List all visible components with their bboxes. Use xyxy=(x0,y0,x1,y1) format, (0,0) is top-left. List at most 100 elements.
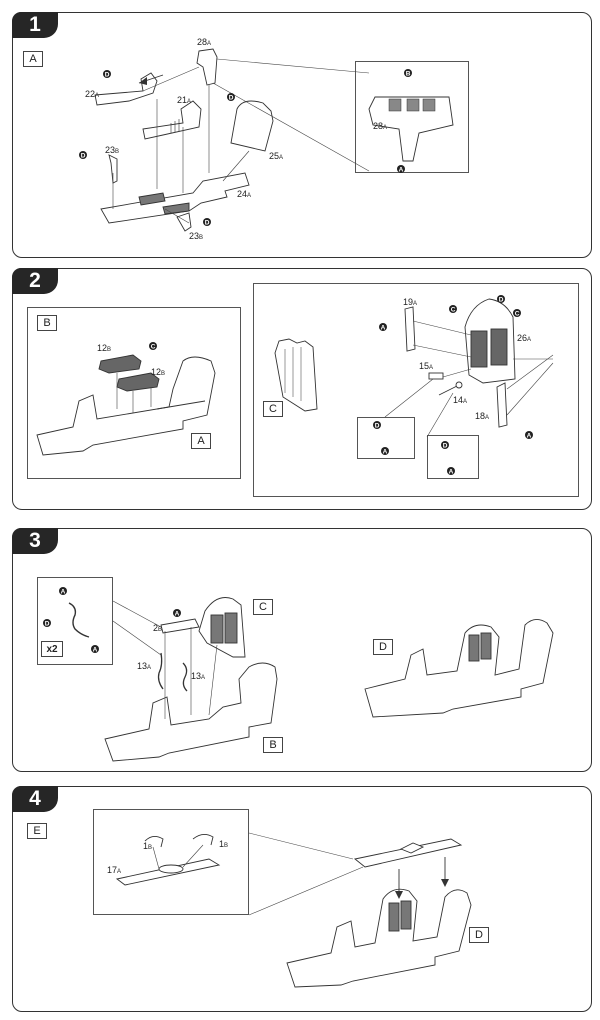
svg-text:D: D xyxy=(229,94,234,101)
subassembly-label-d: D xyxy=(469,927,489,943)
part-22a-shape xyxy=(94,72,158,106)
svg-text:B: B xyxy=(406,70,411,77)
svg-text:A: A xyxy=(175,610,180,617)
arrows-step4 xyxy=(395,857,449,899)
label-1b-left: 1B xyxy=(143,841,152,851)
subassembly-label-c: C xyxy=(253,599,273,615)
label-25a: 25A xyxy=(269,151,283,161)
subassembly-label-a: A xyxy=(191,433,211,449)
floor-assembly-shape xyxy=(36,356,216,456)
label-12b-bottom: 12B xyxy=(151,367,165,377)
svg-text:A: A xyxy=(399,166,404,173)
assembly-label: A xyxy=(23,51,43,67)
part-23b-top-shape xyxy=(108,154,118,184)
label-19a: 19A xyxy=(403,297,417,307)
part-17a-shape xyxy=(115,858,221,886)
part-23b-bottom-shape xyxy=(176,212,192,232)
svg-text:A: A xyxy=(383,448,388,455)
detail-inset-17a xyxy=(93,809,249,915)
floor-panel-e-shape xyxy=(353,838,463,868)
label-2b: 2B xyxy=(153,623,162,633)
part-25a-shape xyxy=(230,100,274,152)
svg-text:A: A xyxy=(93,646,98,653)
svg-text:D: D xyxy=(499,296,504,303)
assembly-label: E xyxy=(27,823,47,839)
label-18a: 18A xyxy=(475,411,489,421)
part-2b-shape xyxy=(160,618,200,634)
part-21a-shape xyxy=(142,100,202,140)
markers-step1: D D D D B A xyxy=(79,69,412,226)
part-24a-shape xyxy=(100,172,250,224)
svg-text:D: D xyxy=(375,422,380,429)
part-19a-shape xyxy=(404,306,416,352)
part-15a-shape xyxy=(428,372,444,380)
final-assembly-shape xyxy=(286,888,472,988)
label-1b-right: 1B xyxy=(219,839,228,849)
label-15a: 15A xyxy=(419,361,433,371)
cable-13a-right-shape xyxy=(182,662,188,692)
svg-text:C: C xyxy=(451,306,456,313)
part-1b-left-shape xyxy=(144,836,164,848)
label-26a: 26A xyxy=(517,333,531,343)
guide-lines-step2 xyxy=(116,320,554,438)
label-22a: 22A xyxy=(85,89,99,99)
label-28a: 28A xyxy=(197,37,211,47)
label-13a-left: 13A xyxy=(137,661,151,671)
cable-13a-inset-shape xyxy=(68,602,90,638)
svg-text:D: D xyxy=(81,152,86,159)
step-4-panel: 4 E D xyxy=(12,786,592,1012)
svg-text:D: D xyxy=(205,219,210,226)
step-number-badge: 3 xyxy=(12,528,58,554)
subassembly-label-c: C xyxy=(263,401,283,417)
svg-text:A: A xyxy=(449,468,454,475)
svg-text:C: C xyxy=(515,310,520,317)
part-1b-right-shape xyxy=(192,834,214,846)
step-4-drawing: 1B 1B 17A xyxy=(107,832,472,988)
subassembly-label-b: B xyxy=(263,737,283,753)
svg-text:D: D xyxy=(105,71,110,78)
part-14a-shape xyxy=(438,381,463,396)
part-28a-shape xyxy=(196,48,218,86)
completed-assembly-d-shape xyxy=(364,619,554,718)
cable-13a-left-shape xyxy=(157,652,164,690)
label-28a-inset: 28A xyxy=(373,121,387,131)
svg-text:C: C xyxy=(151,343,156,350)
svg-text:A: A xyxy=(61,588,66,595)
label-24a: 24A xyxy=(237,189,251,199)
guide-lines-step4 xyxy=(152,832,364,916)
step-1-drawing: D D D D B A 22A 28A 21A 25A 23B 24A 23B … xyxy=(79,37,454,241)
part-12b-seat-top-shape xyxy=(98,354,142,374)
seat-assembly-c-shape xyxy=(198,597,246,658)
svg-text:A: A xyxy=(527,432,532,439)
step-number-badge: 2 xyxy=(12,268,58,294)
seat-shell-c-shape xyxy=(274,338,318,412)
svg-text:D: D xyxy=(443,442,448,449)
label-14a: 14A xyxy=(453,395,467,405)
assembly-label: B xyxy=(37,315,57,331)
part-26a-shape xyxy=(464,298,516,384)
decal-28a-panel-shape xyxy=(368,96,454,162)
markers-step2: C A C D C A D A D A xyxy=(149,295,533,475)
svg-text:D: D xyxy=(45,620,50,627)
quantity-label: x2 xyxy=(41,641,63,657)
step-2-drawing: C A C D C A D A D A 12B 12B 19A 26A 15A … xyxy=(36,295,554,475)
label-12b-top: 12B xyxy=(97,343,111,353)
label-23b-bottom: 23B xyxy=(189,231,203,241)
label-13a-right: 13A xyxy=(191,671,205,681)
svg-text:A: A xyxy=(381,324,386,331)
step-3-panel: 3 x2 C B D xyxy=(12,528,592,772)
label-23b-top: 23B xyxy=(105,145,119,155)
step-number-badge: 1 xyxy=(12,12,58,38)
part-18a-shape xyxy=(496,382,508,428)
arrow-to-22a xyxy=(138,74,164,85)
guide-lines-step3 xyxy=(112,600,218,719)
step-1-panel: 1 A xyxy=(12,12,592,258)
subassembly-label-d: D xyxy=(373,639,393,655)
step-number-badge: 4 xyxy=(12,786,58,812)
label-21a: 21A xyxy=(177,95,191,105)
step-3-drawing: A D A A 2B 13A 13A xyxy=(43,587,554,762)
guide-lines xyxy=(112,58,370,224)
label-17a: 17A xyxy=(107,865,121,875)
step-2-panel: 2 B A C xyxy=(12,268,592,510)
markers-step3: A D A A xyxy=(43,587,181,653)
